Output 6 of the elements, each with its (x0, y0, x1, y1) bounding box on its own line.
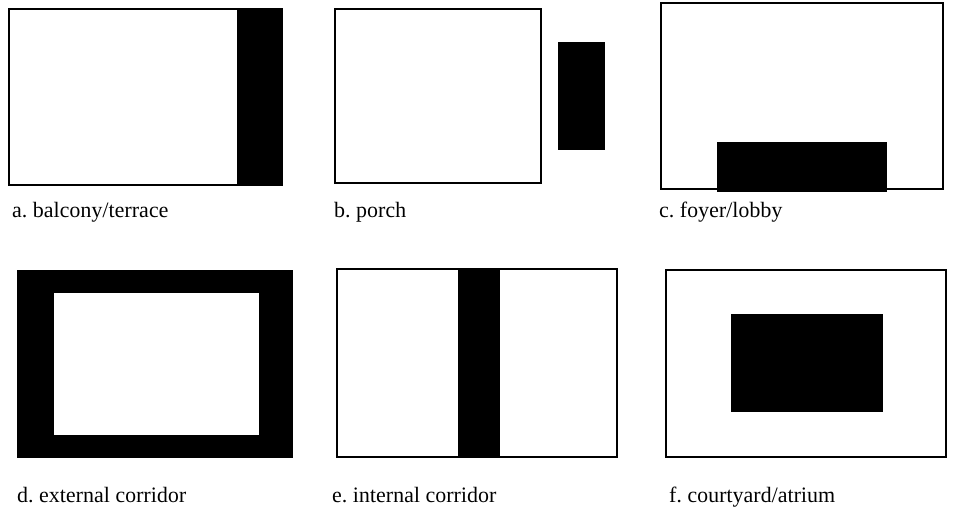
caption: f. courtyard/atrium (669, 482, 836, 508)
caption: c. foyer/lobby (659, 197, 782, 223)
caption: a. balcony/terrace (12, 197, 168, 223)
caption: b. porch (334, 197, 406, 223)
caption: e. internal corridor (332, 482, 496, 508)
caption: d. external corridor (17, 482, 186, 508)
